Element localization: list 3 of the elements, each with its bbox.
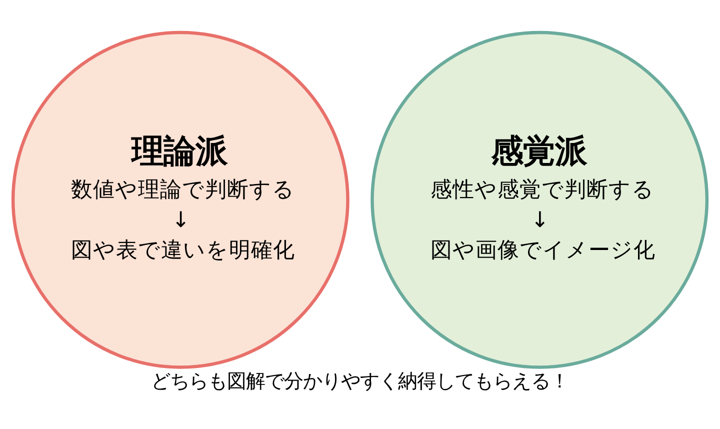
caption: どちらも図解で分かりやすく納得してもらえる！ [151, 368, 570, 392]
node-circle: 理論派 数値や理論で判断する ↓ 図や表で違いを明確化 [11, 30, 350, 368]
node-circle: 感覚派 感性や感覚で判断する ↓ 図や画像でイメージ化 [370, 30, 709, 368]
